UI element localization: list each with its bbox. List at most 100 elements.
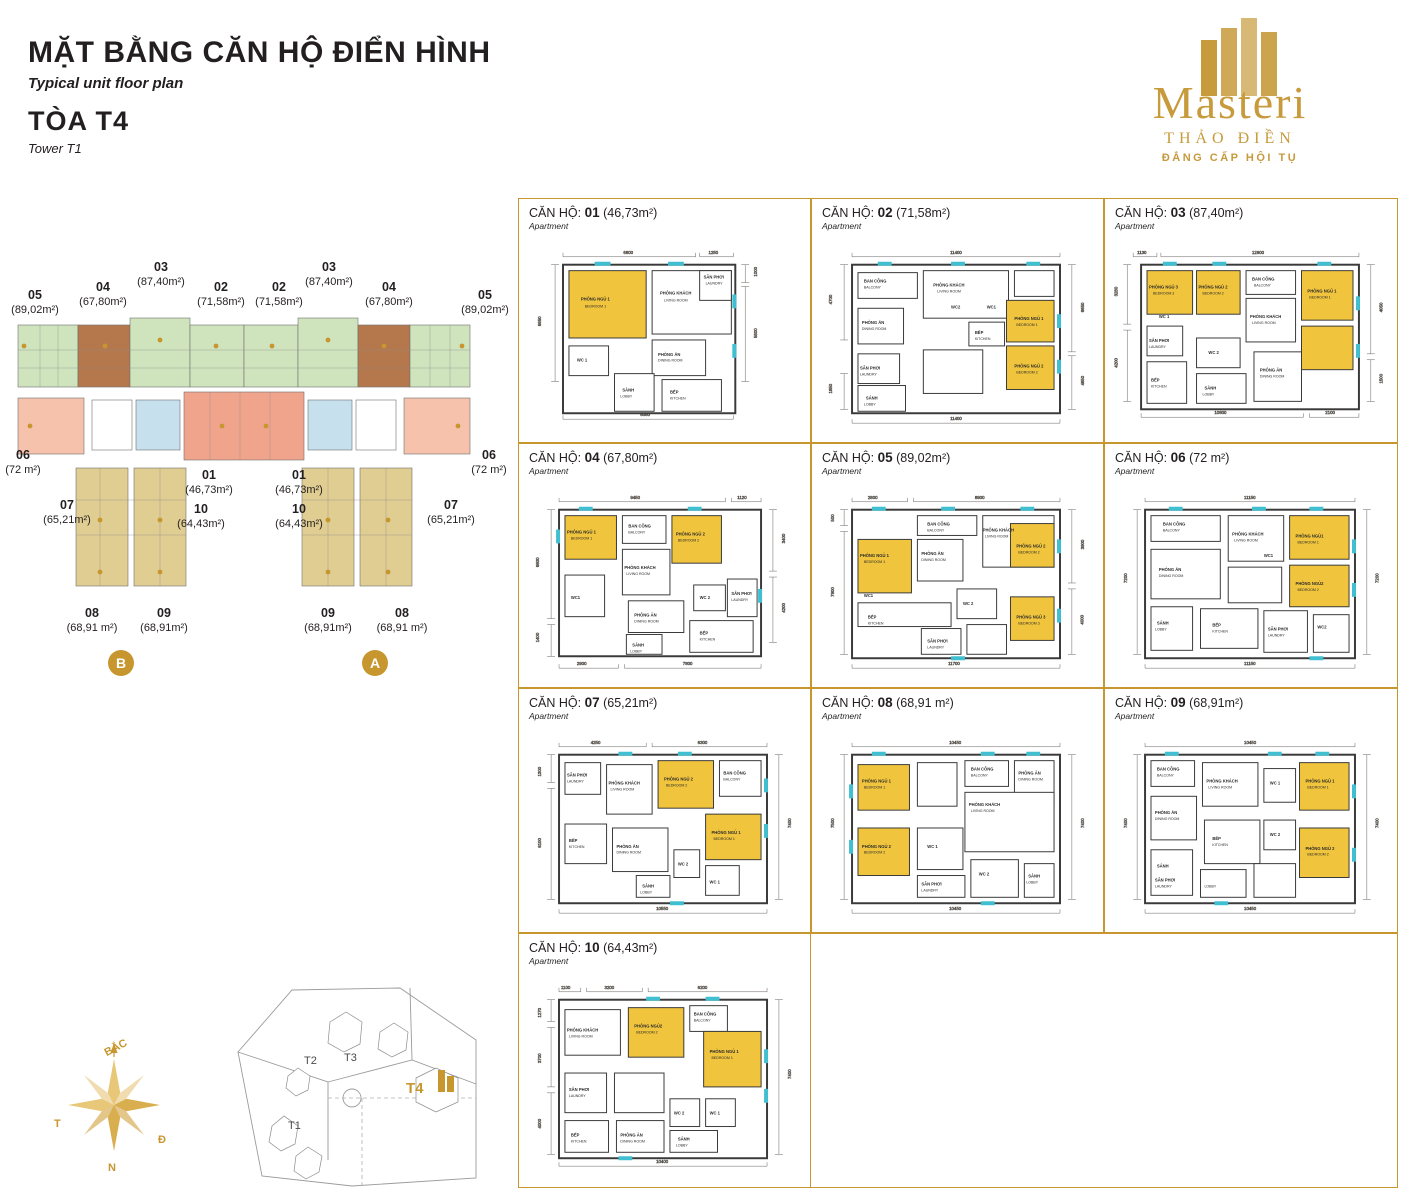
keyplan-marker-08a: 08(68,91 m²) xyxy=(66,606,118,634)
apartment-cell-03[interactable]: CĂN HỘ: 03 (87,40m²) Apartment 1130 1290… xyxy=(1104,198,1398,443)
compass-icon xyxy=(68,1043,160,1151)
svg-text:BAN CÔNG: BAN CÔNG xyxy=(927,522,950,527)
svg-text:LOBBY: LOBBY xyxy=(630,649,642,653)
svg-text:PHÒNG NGỦ2: PHÒNG NGỦ2 xyxy=(634,1023,663,1028)
svg-text:WC 1: WC 1 xyxy=(1270,780,1281,785)
svg-text:LOBBY: LOBBY xyxy=(1155,628,1167,632)
apartment-cell-05[interactable]: CĂN HỘ: 05 (89,02m²) Apartment 2800 8900… xyxy=(811,443,1104,688)
svg-text:LIVING ROOM: LIVING ROOM xyxy=(1208,785,1232,789)
svg-text:8900: 8900 xyxy=(975,495,985,500)
keyplan-marker-09a: 09(68,91m²) xyxy=(140,606,188,634)
svg-text:DINING ROOM: DINING ROOM xyxy=(658,359,682,363)
svg-text:500: 500 xyxy=(830,514,835,522)
svg-text:WC 2: WC 2 xyxy=(1270,832,1281,837)
svg-text:LAUNDRY: LAUNDRY xyxy=(1149,345,1167,349)
keyplan-marker-02b: 02(71,58m²) xyxy=(255,280,303,308)
svg-text:LIVING ROOM: LIVING ROOM xyxy=(1234,538,1258,542)
apartment-header-06: CĂN HỘ: 06 (72 m²) Apartment xyxy=(1115,450,1230,476)
svg-text:KITCHEN: KITCHEN xyxy=(1151,384,1167,388)
apartment-header-04: CĂN HỘ: 04 (67,80m²) Apartment xyxy=(529,450,658,476)
apartment-cell-09[interactable]: CĂN HỘ: 09 (68,91m²) Apartment 10450 740… xyxy=(1104,688,1398,933)
apartment-header-05: CĂN HỘ: 05 (89,02m²) Apartment xyxy=(822,450,951,476)
apartment-cell-04[interactable]: CĂN HỘ: 04 (67,80m²) Apartment 9450 1120… xyxy=(518,443,811,688)
svg-text:DINING ROOM: DINING ROOM xyxy=(1155,817,1179,821)
svg-text:SÂN PHƠI: SÂN PHƠI xyxy=(569,1087,589,1092)
svg-text:PHÒNG ĂN: PHÒNG ĂN xyxy=(1155,810,1177,815)
keyplan-marker-01b: 01(46,73m²) xyxy=(275,468,323,496)
svg-text:BEDROOM 1: BEDROOM 1 xyxy=(585,304,606,308)
svg-text:BEDROOM 2: BEDROOM 2 xyxy=(1018,550,1039,554)
sitemap-label-t4-highlight: T4 xyxy=(406,1080,424,1097)
svg-text:LIVING ROOM: LIVING ROOM xyxy=(626,572,650,576)
svg-text:PHÒNG NGỦ 1: PHÒNG NGỦ 1 xyxy=(581,296,611,301)
svg-text:LIVING ROOM: LIVING ROOM xyxy=(1252,321,1276,325)
svg-text:BẾP: BẾP xyxy=(569,838,578,843)
svg-text:6800: 6800 xyxy=(623,250,633,255)
svg-text:4700: 4700 xyxy=(828,294,833,304)
svg-text:BEDROOM 2: BEDROOM 2 xyxy=(1307,853,1328,857)
keyplan-marker-05b: 05(89,02m²) xyxy=(461,288,509,316)
apartment-cell-07[interactable]: CĂN HỘ: 07 (65,21m²) Apartment 4250 6300… xyxy=(518,688,811,933)
svg-text:PHÒNG NGỦ 1: PHÒNG NGỦ 1 xyxy=(712,830,742,835)
keyplan-marker-10b: 10(64,43m²) xyxy=(275,502,323,530)
svg-text:7400: 7400 xyxy=(787,1069,792,1079)
svg-text:BAN CÔNG: BAN CÔNG xyxy=(723,771,746,776)
svg-text:BAN CÔNG: BAN CÔNG xyxy=(864,279,887,284)
apartment-cell-01[interactable]: CĂN HỘ: 01 (46,73m²) Apartment 6800 1250… xyxy=(518,198,811,443)
svg-text:WC 2: WC 2 xyxy=(963,601,974,606)
keyplan-marker-01a: 01(46,73m²) xyxy=(185,468,233,496)
svg-text:8050: 8050 xyxy=(640,412,650,417)
svg-text:1500: 1500 xyxy=(1379,373,1384,383)
svg-text:11400: 11400 xyxy=(950,250,962,255)
svg-text:WC1: WC1 xyxy=(1264,553,1274,558)
svg-text:BẾP: BẾP xyxy=(975,330,984,335)
svg-text:SÂN PHƠI: SÂN PHƠI xyxy=(860,366,880,371)
svg-text:DINING ROOM: DINING ROOM xyxy=(921,558,945,562)
svg-text:BẾP: BẾP xyxy=(1212,623,1221,628)
svg-text:WC1: WC1 xyxy=(987,304,997,309)
svg-text:PHÒNG ĂN: PHÒNG ĂN xyxy=(1018,771,1040,776)
svg-text:1100: 1100 xyxy=(561,985,571,990)
svg-text:7200: 7200 xyxy=(1375,573,1380,583)
compass-rose: BẮC N Đ T xyxy=(52,1030,182,1180)
svg-text:LOBBY: LOBBY xyxy=(1026,880,1038,884)
svg-text:SẢNH: SẢNH xyxy=(642,883,654,888)
svg-text:LOBBY: LOBBY xyxy=(1202,392,1214,396)
apartment-cell-02[interactable]: CĂN HỘ: 02 (71,58m²) Apartment 11400 470… xyxy=(811,198,1104,443)
apartment-cell-08[interactable]: CĂN HỘ: 08 (68,91 m²) Apartment 10450 75… xyxy=(811,688,1104,933)
svg-text:SẢNH: SẢNH xyxy=(1157,621,1169,626)
svg-text:PHÒNG NGỦ 2: PHÒNG NGỦ 2 xyxy=(1014,364,1044,369)
svg-text:BẾP: BẾP xyxy=(1212,836,1221,841)
svg-text:PHÒNG NGỦ 3: PHÒNG NGỦ 3 xyxy=(1149,284,1179,289)
floor-plan-drawing-02: 11400 4700 1850 6650 4650 11400 xyxy=(812,235,1103,438)
svg-text:10450: 10450 xyxy=(1244,740,1257,745)
svg-text:BẾP: BẾP xyxy=(1151,378,1160,383)
svg-text:PHÒNG ĂN: PHÒNG ĂN xyxy=(921,551,943,556)
apartment-cell-10[interactable]: CĂN HỘ: 10 (64,43m²) Apartment 1100 3200… xyxy=(518,933,811,1188)
svg-text:2100: 2100 xyxy=(1325,410,1335,415)
svg-text:PHÒNG KHÁCH: PHÒNG KHÁCH xyxy=(624,565,655,570)
keyplan-marker-03b: 03(87,40m²) xyxy=(305,260,353,288)
svg-text:2800: 2800 xyxy=(868,495,878,500)
svg-text:PHÒNG ĂN: PHÒNG ĂN xyxy=(862,320,884,325)
svg-text:3900: 3900 xyxy=(1080,539,1085,549)
apartment-cell-06[interactable]: CĂN HỘ: 06 (72 m²) Apartment 11150 7200 … xyxy=(1104,443,1398,688)
logo-tagline-1: THẢO ĐIỀN xyxy=(1164,130,1296,147)
svg-text:1000: 1000 xyxy=(753,266,758,276)
brand-logo: Masteri THẢO ĐIỀN ĐẲNG CẤP HỘI TỤ xyxy=(1065,18,1395,178)
svg-text:SÂN PHƠI: SÂN PHƠI xyxy=(704,275,724,280)
svg-text:BAN CÔNG: BAN CÔNG xyxy=(1163,522,1186,527)
svg-text:DINING ROOM: DINING ROOM xyxy=(634,620,658,624)
svg-text:BEDROOM 1: BEDROOM 1 xyxy=(1016,323,1037,327)
svg-text:BAN CÔNG: BAN CÔNG xyxy=(1157,767,1180,772)
svg-text:4200: 4200 xyxy=(1113,357,1118,367)
svg-text:WC 2: WC 2 xyxy=(979,872,990,877)
svg-text:5800: 5800 xyxy=(753,328,758,338)
svg-text:12900: 12900 xyxy=(1252,250,1265,255)
svg-text:WC2: WC2 xyxy=(951,304,961,309)
svg-text:WC 2: WC 2 xyxy=(674,1111,685,1116)
svg-text:PHÒNG ĂN: PHÒNG ĂN xyxy=(620,1132,642,1137)
svg-text:DINING ROOM: DINING ROOM xyxy=(862,327,886,331)
